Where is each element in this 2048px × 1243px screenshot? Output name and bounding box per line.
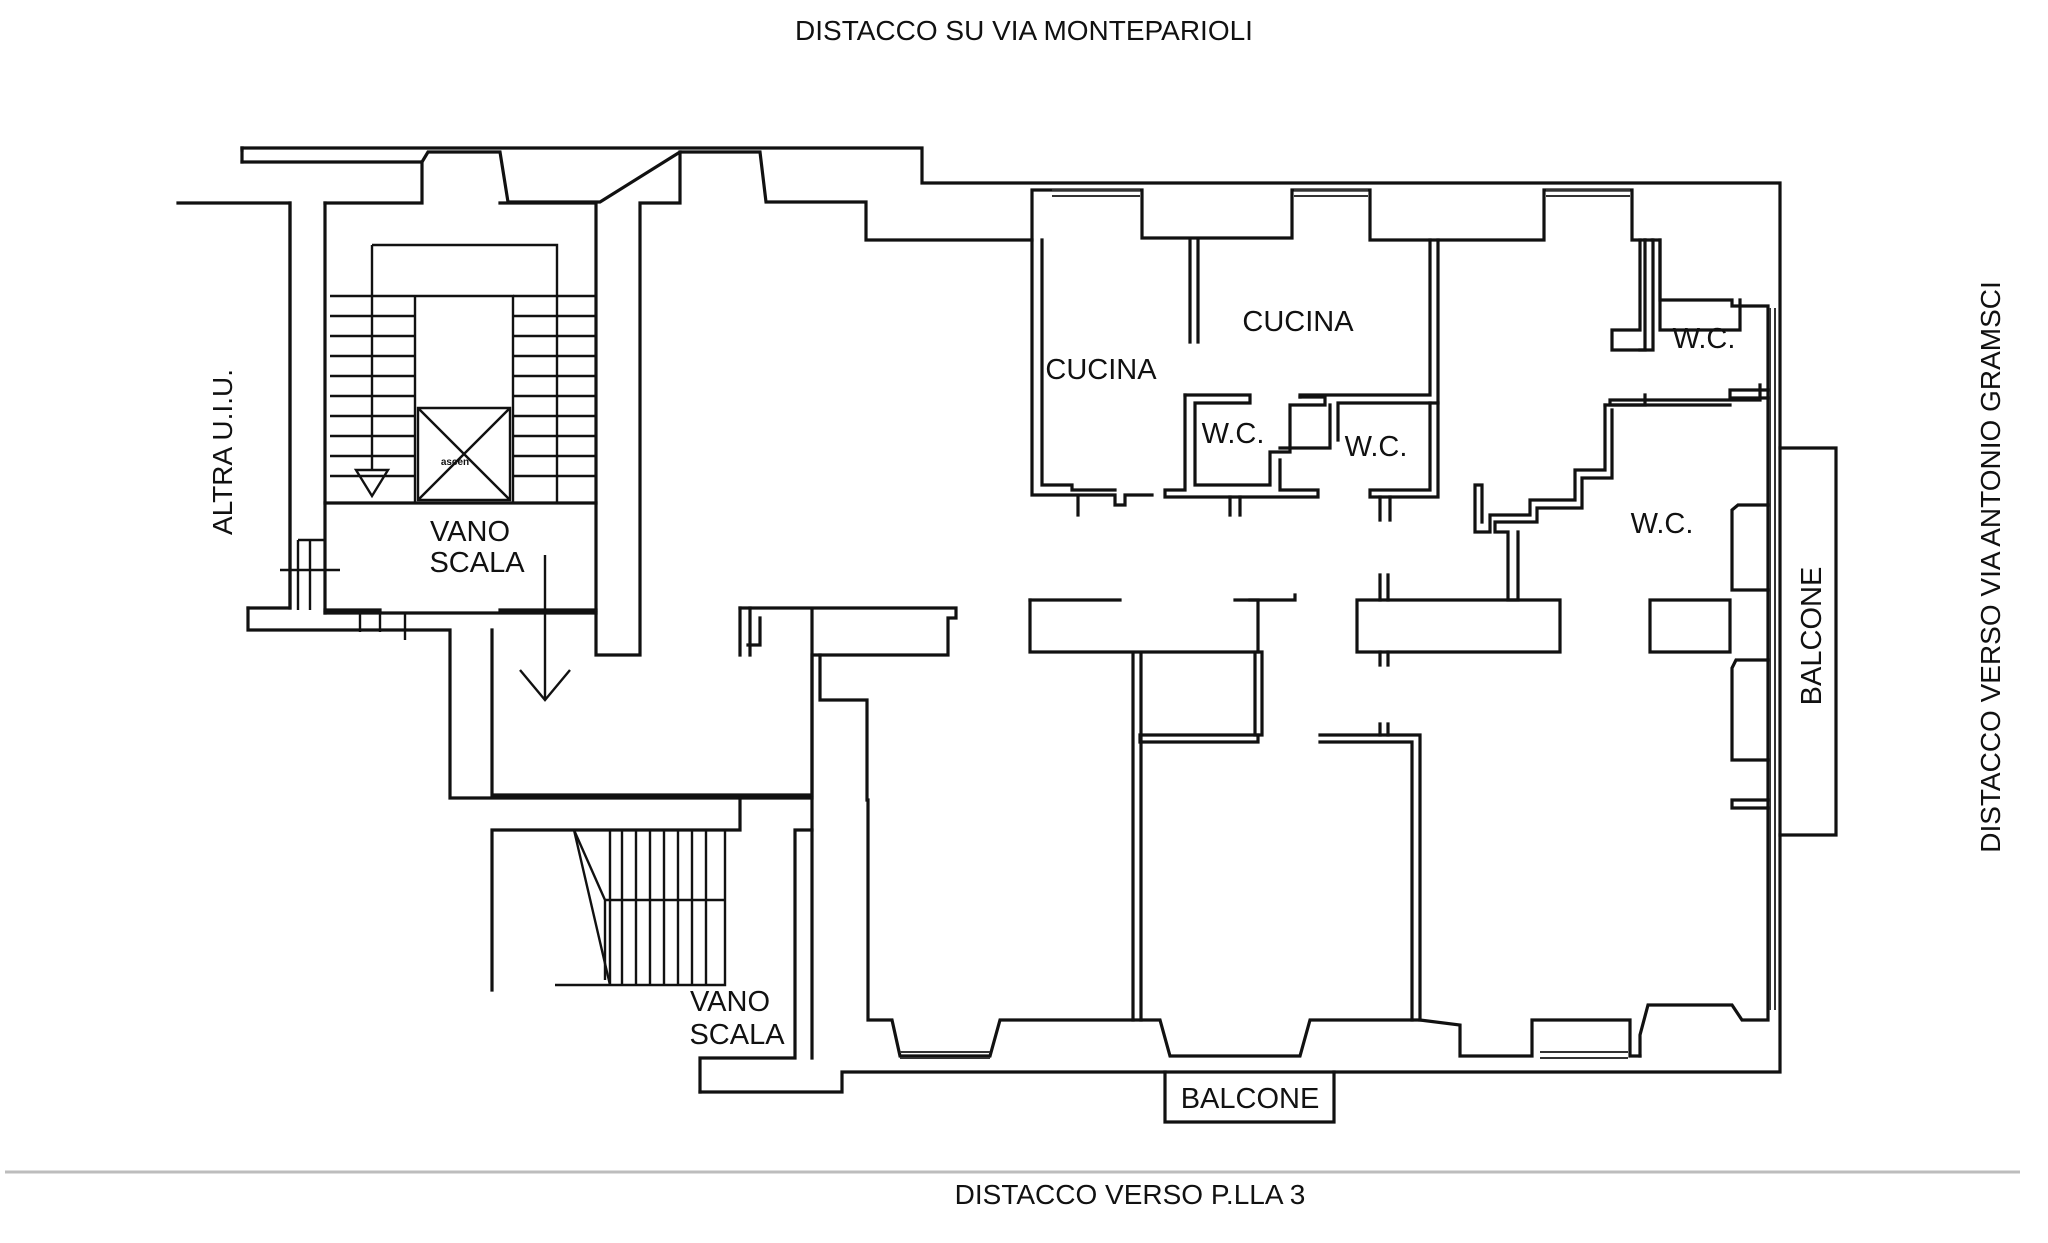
label-balcone-bottom: BALCONE bbox=[1181, 1083, 1320, 1115]
label-top-distance: DISTACCO SU VIA MONTEPARIOLI bbox=[795, 15, 1253, 46]
label-cucina-center: CUCINA bbox=[1242, 306, 1354, 338]
outer-walls bbox=[240, 146, 1782, 1094]
label-wc-4: W.C. bbox=[1631, 508, 1694, 540]
label-right-distance: DISTACCO VERSO VIA ANTONIO GRAMSCI bbox=[1975, 281, 2006, 853]
label-vano-scala-bottom-1: VANO bbox=[690, 986, 770, 1018]
label-left-unit: ALTRA U.I.U. bbox=[207, 369, 238, 535]
label-vano-scala-top-2: SCALA bbox=[429, 547, 525, 579]
label-lift-mark: ascen bbox=[441, 457, 469, 468]
label-wc-1: W.C. bbox=[1202, 418, 1265, 450]
stair-core-left bbox=[176, 150, 822, 800]
balcony-bottom bbox=[1163, 1070, 1336, 1124]
label-wc-2: W.C. bbox=[1345, 431, 1408, 463]
label-vano-scala-top-1: VANO bbox=[430, 516, 510, 548]
label-wc-3: W.C. bbox=[1673, 323, 1736, 355]
interior-walls bbox=[738, 238, 1762, 1022]
label-cucina-left: CUCINA bbox=[1045, 354, 1157, 386]
stair-lower bbox=[490, 796, 814, 1094]
label-balcone-right: BALCONE bbox=[1796, 567, 1828, 706]
label-bottom-distance: DISTACCO VERSO P.LLA 3 bbox=[955, 1179, 1306, 1210]
balcony-right bbox=[1778, 446, 1838, 837]
label-vano-scala-bottom-2: SCALA bbox=[689, 1019, 785, 1051]
